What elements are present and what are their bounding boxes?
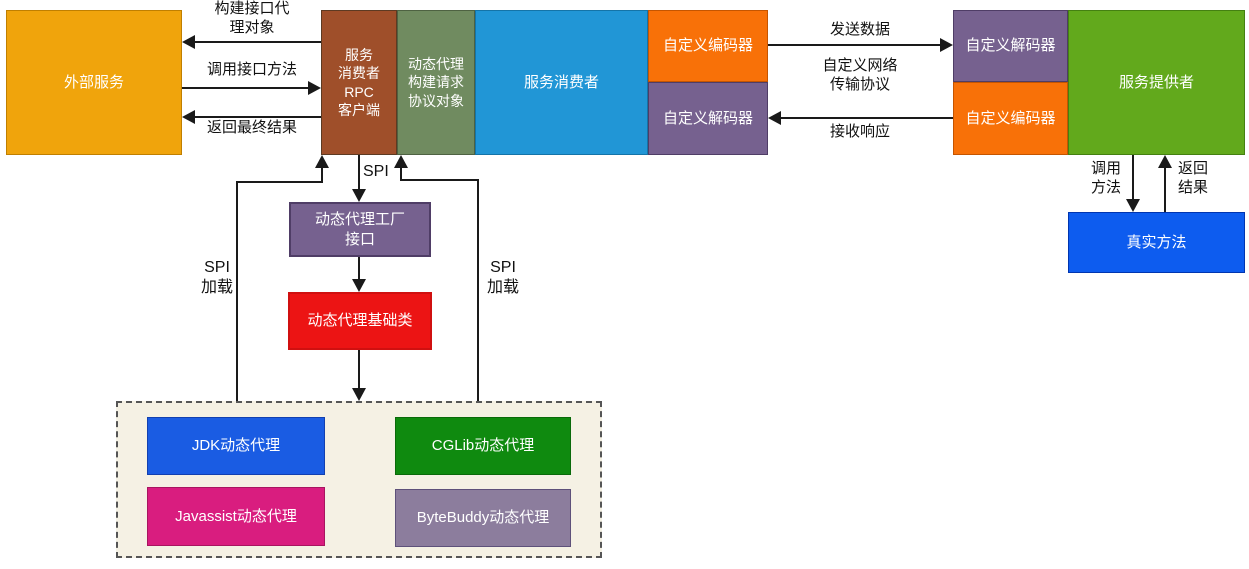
arrow-receive-response-head-icon bbox=[768, 111, 781, 125]
proxy-protocol-node: 动态代理 构建请求 协议对象 bbox=[397, 10, 475, 155]
proxy-base-node: 动态代理基础类 bbox=[288, 292, 432, 350]
proxy-plugins-container: JDK动态代理 CGLib动态代理 Javassist动态代理 ByteBudd… bbox=[116, 401, 602, 558]
arrow-factory-to-base-line bbox=[358, 257, 360, 281]
rpc-client-node: 服务 消费者 RPC 客户端 bbox=[321, 10, 397, 155]
cglib-proxy-node: CGLib动态代理 bbox=[395, 417, 571, 475]
spi-load-left-vline bbox=[236, 181, 238, 401]
proxy-factory-node: 动态代理工厂 接口 bbox=[289, 202, 431, 257]
arrow-spi-line bbox=[358, 155, 360, 191]
arrow-return-result-line bbox=[194, 116, 321, 118]
spi-load-right-hline bbox=[400, 179, 479, 181]
arrow-base-to-plugins-head-icon bbox=[352, 388, 366, 401]
label-send-data: 发送数据 bbox=[829, 21, 890, 38]
arrow-send-data-head-icon bbox=[940, 38, 953, 52]
label-spi-load-left: SPI 加载 bbox=[200, 259, 233, 296]
arrow-receive-response-line bbox=[780, 117, 953, 119]
javassist-proxy-node: Javassist动态代理 bbox=[147, 487, 325, 546]
arrow-factory-to-base-head-icon bbox=[352, 279, 366, 292]
arrow-call-interface-head-icon bbox=[308, 81, 321, 95]
label-receive-response: 接收响应 bbox=[829, 123, 890, 140]
arrow-call-method-head-icon bbox=[1126, 199, 1140, 212]
service-provider-node: 服务提供者 bbox=[1068, 10, 1245, 155]
arrow-return-value-head-icon bbox=[1158, 155, 1172, 168]
jdk-proxy-node: JDK动态代理 bbox=[147, 417, 325, 475]
spi-load-left-hline bbox=[236, 181, 323, 183]
bytebuddy-proxy-node: ByteBuddy动态代理 bbox=[395, 489, 571, 547]
spi-load-right-stub bbox=[400, 167, 402, 180]
spi-load-left-head-icon bbox=[315, 155, 329, 168]
arrow-build-proxy-head-icon bbox=[182, 35, 195, 49]
arrow-return-value-line bbox=[1164, 167, 1166, 212]
arrow-send-data-line bbox=[768, 44, 942, 46]
consumer-encoder-node: 自定义编码器 bbox=[648, 10, 768, 82]
provider-decoder-node: 自定义解码器 bbox=[953, 10, 1068, 82]
label-network-protocol: 自定义网络 传输协议 bbox=[822, 57, 898, 93]
arrow-call-interface-line bbox=[182, 87, 310, 89]
external-service-node: 外部服务 bbox=[6, 10, 182, 155]
spi-load-left-stub bbox=[321, 167, 323, 182]
consumer-decoder-node: 自定义解码器 bbox=[648, 82, 768, 155]
spi-load-right-vline bbox=[477, 179, 479, 401]
arrow-call-method-line bbox=[1132, 155, 1134, 201]
service-consumer-node: 服务消费者 bbox=[475, 10, 648, 155]
arrow-spi-head-icon bbox=[352, 189, 366, 202]
label-return-result: 返回最终结果 bbox=[206, 119, 297, 136]
label-call-method: 调用 方法 bbox=[1090, 160, 1121, 196]
provider-encoder-node: 自定义编码器 bbox=[953, 82, 1068, 155]
arrow-build-proxy-line bbox=[194, 41, 321, 43]
spi-load-right-head-icon bbox=[394, 155, 408, 168]
real-method-node: 真实方法 bbox=[1068, 212, 1245, 273]
label-call-interface: 调用接口方法 bbox=[206, 61, 297, 78]
arrow-return-result-head-icon bbox=[182, 110, 195, 124]
label-build-proxy: 构建接口代 理对象 bbox=[214, 0, 290, 36]
arrow-base-to-plugins-line bbox=[358, 350, 360, 390]
label-spi: SPI bbox=[363, 163, 389, 180]
label-spi-load-right: SPI 加载 bbox=[486, 259, 519, 296]
label-return-value: 返回 结果 bbox=[1177, 160, 1208, 196]
